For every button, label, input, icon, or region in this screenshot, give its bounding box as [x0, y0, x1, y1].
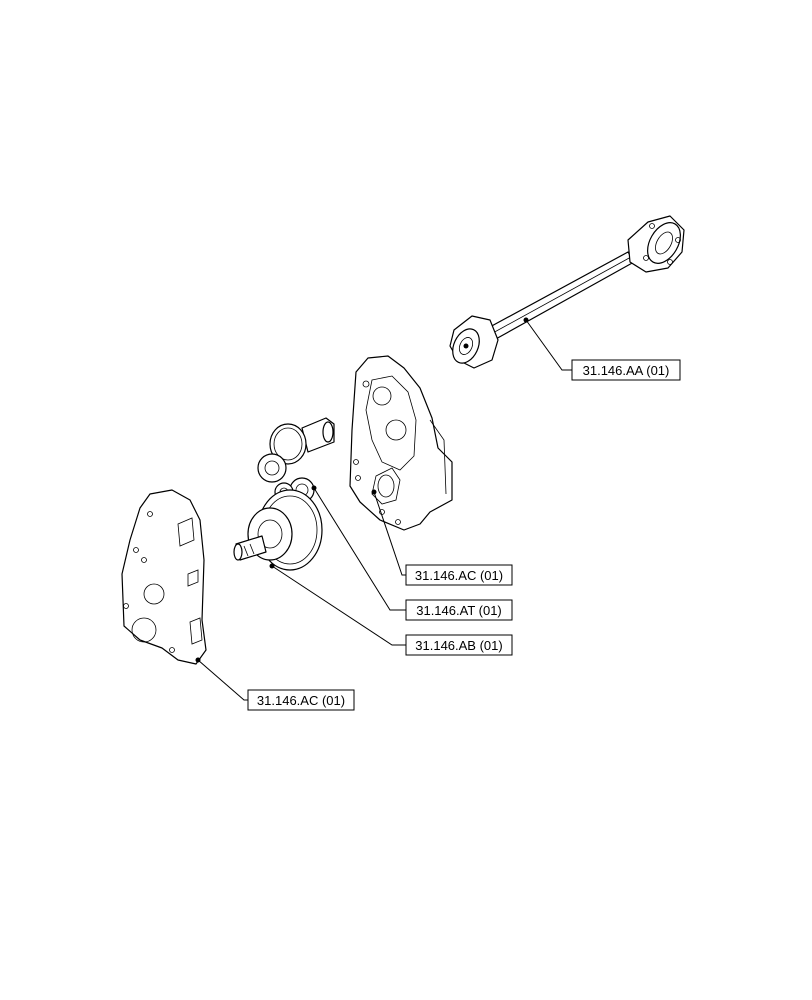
- rear-housing-part[interactable]: [349, 355, 453, 531]
- leader-drive-shaft: [525, 319, 572, 371]
- callout-front-cover[interactable]: 31.146.AC (01): [247, 689, 355, 711]
- callout-output-shaft-label: 31.146.AB (01): [415, 638, 502, 653]
- callout-output-shaft[interactable]: 31.146.AB (01): [405, 634, 513, 656]
- leader-gear-set: [313, 487, 406, 611]
- callout-gear-set-label: 31.146.AT (01): [416, 603, 502, 618]
- callout-front-cover-label: 31.146.AC (01): [257, 693, 345, 708]
- leader-output-shaft: [271, 565, 406, 646]
- callout-rear-housing[interactable]: 31.146.AC (01): [405, 564, 513, 586]
- leader-front-cover: [197, 659, 248, 701]
- gear-set-part[interactable]: [257, 417, 335, 503]
- leader-lines: [197, 317, 572, 701]
- front-cover-part[interactable]: [121, 489, 207, 665]
- callout-drive-shaft[interactable]: 31.146.AA (01): [571, 359, 681, 381]
- leader-rear-housing: [373, 491, 406, 576]
- callout-drive-shaft-label: 31.146.AA (01): [583, 363, 670, 378]
- drive-shaft-part[interactable]: [448, 215, 688, 369]
- callout-rear-housing-label: 31.146.AC (01): [415, 568, 503, 583]
- output-shaft-part[interactable]: [233, 489, 323, 571]
- callout-gear-set[interactable]: 31.146.AT (01): [405, 599, 513, 621]
